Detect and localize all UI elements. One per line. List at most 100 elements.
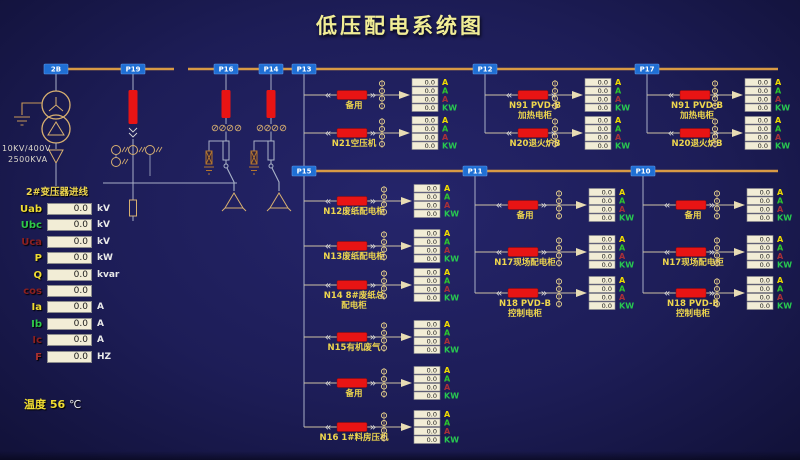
- feeder-label: 加热电柜: [679, 110, 715, 121]
- breaker-p19[interactable]: [128, 90, 138, 124]
- meter-value: 0.0: [760, 261, 770, 269]
- disconnect-switch-icon[interactable]: [226, 167, 235, 191]
- unit-label: A: [444, 277, 451, 286]
- feeder-breaker[interactable]: [507, 288, 539, 298]
- bus-label-box[interactable]: [472, 63, 498, 75]
- breaker-p14[interactable]: [266, 90, 276, 118]
- meter-value-box: [746, 260, 774, 269]
- chevron-left-icon: «: [325, 195, 332, 208]
- feeder-breaker[interactable]: [336, 422, 368, 432]
- meter-value-box: [588, 205, 616, 214]
- bus-label-P16[interactable]: P16: [213, 63, 239, 75]
- feeder-breaker[interactable]: [675, 288, 707, 298]
- ct-chain-icon: [380, 238, 388, 246]
- meter-value: 0.0: [760, 188, 770, 196]
- meter-ct-icon: [145, 145, 155, 155]
- bus-label-P13[interactable]: P13: [291, 63, 317, 75]
- bus-label-box[interactable]: [462, 165, 488, 177]
- bus-label-box[interactable]: [634, 63, 660, 75]
- feeder-breaker[interactable]: [336, 128, 368, 138]
- bus-label-box[interactable]: [291, 165, 317, 177]
- chevron-left-icon: «: [664, 199, 671, 212]
- ct-chain-icon: [555, 237, 563, 244]
- bus-label-box[interactable]: [291, 63, 317, 75]
- delta-winding-icon: [221, 192, 247, 212]
- ct-chain-icon: [378, 140, 386, 148]
- chevron-down-icon: [128, 127, 138, 138]
- bus-label-box[interactable]: [630, 165, 656, 177]
- meter-value: 0.0: [598, 78, 608, 86]
- ct-chain-icon: [380, 434, 388, 442]
- feeder-breaker[interactable]: [679, 90, 711, 100]
- temperature-label: 温度: [24, 398, 46, 411]
- feeder-breaker[interactable]: [336, 90, 368, 100]
- measure-value-box: 0.0: [47, 203, 92, 215]
- flow-arrow-icon: [732, 91, 743, 99]
- unit-label: KW: [777, 261, 792, 270]
- feeder-breaker[interactable]: [675, 200, 707, 210]
- feeder-breaker[interactable]: [679, 128, 711, 138]
- meter-value: 0.0: [598, 125, 608, 133]
- feeder-label: 备用: [344, 100, 362, 111]
- bus-label-P12[interactable]: P12: [472, 63, 498, 75]
- bus-label-P14[interactable]: P14: [258, 63, 284, 75]
- bus-label-P11[interactable]: P11: [462, 165, 488, 177]
- measure-label: P: [34, 253, 42, 265]
- measure-label: Uab: [19, 204, 42, 215]
- feeder-breaker[interactable]: [336, 196, 368, 206]
- unit-label: A: [442, 95, 449, 104]
- feeder-breaker[interactable]: [675, 247, 707, 257]
- unit-label: A: [777, 197, 784, 206]
- measure-unit: HZ: [97, 351, 112, 362]
- flow-arrow-icon: [572, 129, 583, 137]
- bus-label-P17[interactable]: P17: [634, 63, 660, 75]
- feeder-label: N17现场配电柜: [662, 257, 724, 268]
- ct-chain-icon: [555, 300, 563, 308]
- ct-chain-icon: [378, 118, 386, 125]
- feeder-breaker[interactable]: [507, 247, 539, 257]
- diagram-line: [257, 125, 263, 131]
- disconnect-switch-icon[interactable]: [271, 167, 280, 191]
- ct-chain-icon: [378, 102, 386, 110]
- unit-label: A: [775, 125, 782, 134]
- feeder-breaker[interactable]: [517, 90, 549, 100]
- bus-label-P15[interactable]: P15: [291, 165, 317, 177]
- feeder-label: N91 PVD-B: [509, 101, 561, 111]
- ct-chain-icon: [713, 205, 721, 212]
- measure-value-box: 0.0: [47, 285, 92, 297]
- bus-label-text: P19: [126, 66, 141, 74]
- chevron-right-icon: »: [541, 199, 548, 212]
- feeder-breaker[interactable]: [336, 378, 368, 388]
- chevron-right-icon: »: [551, 89, 558, 102]
- breaker-p16[interactable]: [221, 90, 231, 118]
- flow-arrow-icon: [732, 129, 743, 137]
- meter-value: 0.0: [598, 104, 608, 112]
- meter-value-box: [588, 196, 616, 205]
- bus-label-box[interactable]: [213, 63, 239, 75]
- feeder-breaker[interactable]: [336, 332, 368, 342]
- feeder-breaker[interactable]: [336, 280, 368, 290]
- ct-chain-icon: [551, 125, 559, 133]
- bus-label-box[interactable]: [120, 63, 146, 75]
- bus-label-text: P12: [478, 66, 493, 74]
- feeder-breaker[interactable]: [507, 200, 539, 210]
- meter-value: 0.0: [758, 116, 768, 124]
- measure-label: cos: [23, 286, 42, 297]
- bus-label-box[interactable]: [43, 63, 69, 75]
- meter-value: 0.0: [427, 285, 437, 293]
- bus-label-P10[interactable]: P10: [630, 165, 656, 177]
- feeder-breaker[interactable]: [336, 241, 368, 251]
- meter-value-box: [588, 235, 616, 244]
- bus-label-2B[interactable]: 2B: [43, 63, 69, 75]
- feeder-breaker[interactable]: [517, 128, 549, 138]
- bus-label-box[interactable]: [258, 63, 284, 75]
- phase-dot-icon: [211, 124, 219, 132]
- meter-value: 0.0: [427, 277, 437, 285]
- meter-value-box: [744, 95, 772, 104]
- bus-label-P19[interactable]: P19: [120, 63, 146, 75]
- meter-value-box: [413, 435, 441, 444]
